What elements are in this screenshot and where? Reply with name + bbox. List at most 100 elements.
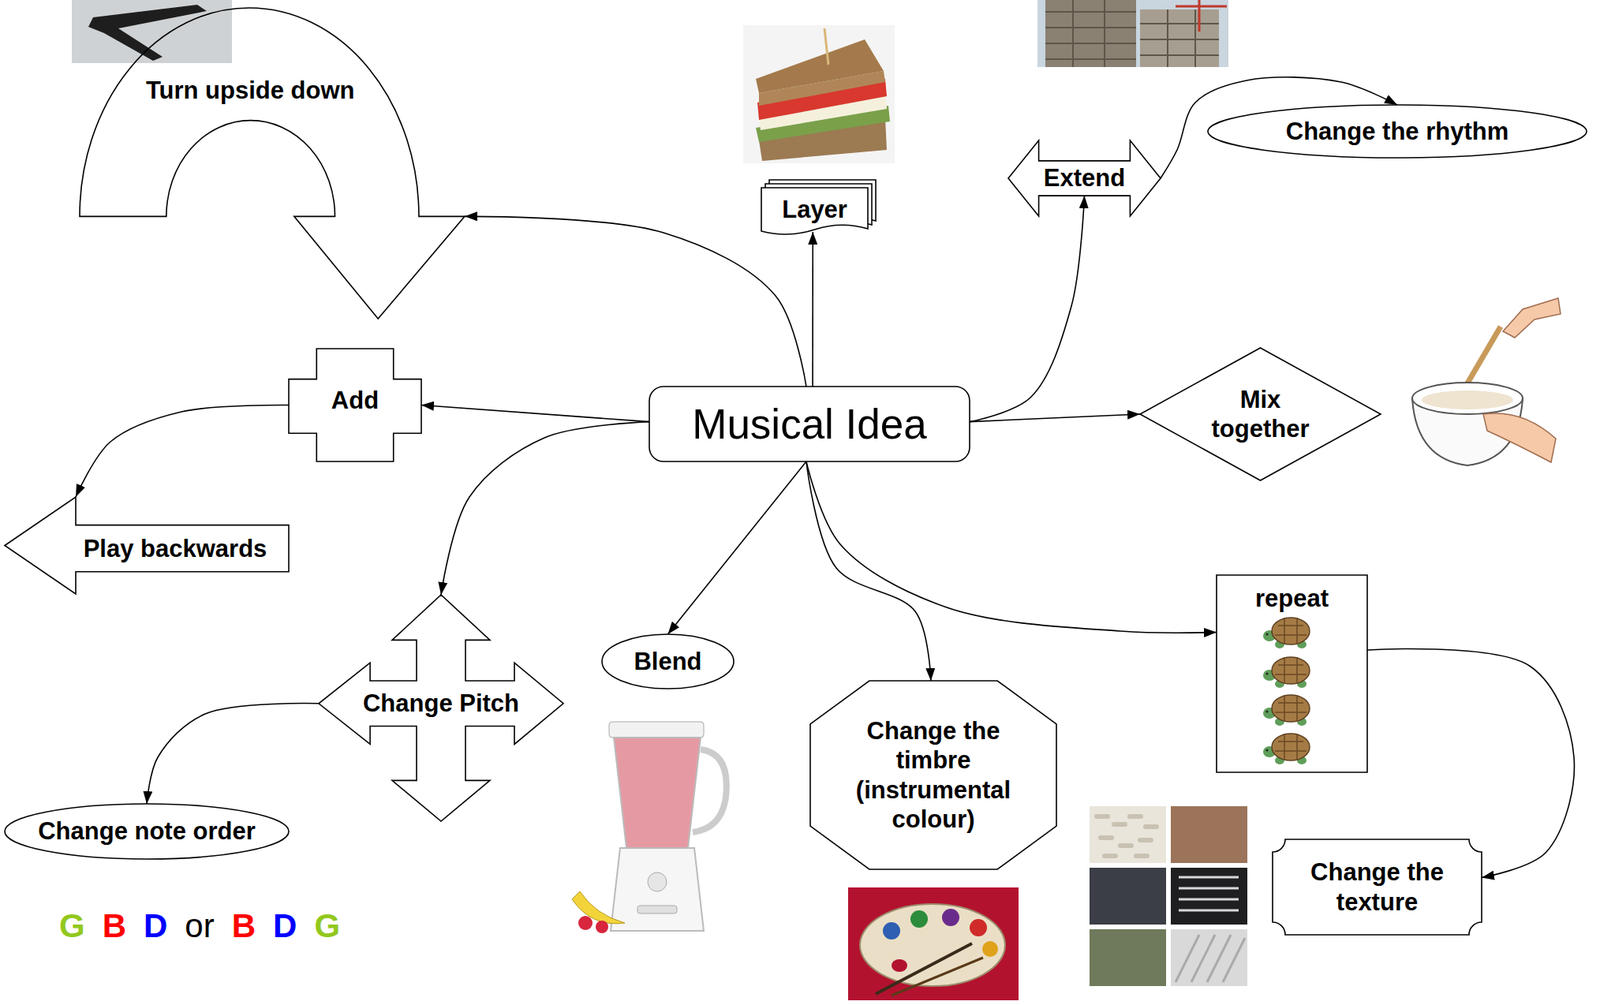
note-order-row: GBDorBDG — [59, 907, 341, 946]
central-idea-box: Musical Idea — [649, 386, 970, 462]
node-label: Change Pitch — [362, 688, 520, 718]
connector-arrow — [441, 422, 650, 595]
thumb-hole — [891, 959, 908, 972]
blender-lid — [609, 721, 704, 738]
cross-node: Add — [288, 348, 422, 462]
sky — [1037, 0, 1229, 68]
node-label: Mix together — [1205, 385, 1316, 444]
texture-tile — [1170, 867, 1248, 925]
node-label: Add — [331, 385, 379, 415]
node-label: Blend — [633, 646, 702, 677]
node-outline — [79, 7, 465, 319]
texture-pattern — [1175, 934, 1245, 983]
turtle — [1263, 657, 1310, 688]
connector-arrow — [811, 231, 814, 387]
floor-lines — [1045, 0, 1219, 68]
palette — [859, 904, 1006, 987]
building-photo — [1037, 0, 1229, 68]
texture-tile — [1089, 929, 1167, 987]
outline-path — [1207, 104, 1587, 158]
paint — [942, 908, 960, 927]
upside-down-photo — [71, 0, 232, 64]
or-word: or — [184, 907, 214, 946]
connector-arrow — [806, 461, 1217, 633]
outline-path — [601, 634, 734, 689]
outline-path — [1272, 839, 1482, 935]
note-name: G — [314, 907, 341, 946]
connector-arrow — [969, 414, 1141, 423]
mixing-bowl-picture — [1412, 298, 1561, 466]
node-label: Musical Idea — [691, 399, 928, 450]
photo-ground — [71, 0, 232, 64]
photo-object — [88, 4, 207, 61]
paint — [982, 941, 999, 958]
paint — [882, 922, 901, 940]
four-way-arrow-node: Change Pitch — [318, 594, 564, 822]
ellipse-node: Change the rhythm — [1207, 104, 1587, 158]
outline-path — [810, 680, 1057, 870]
outline-path — [4, 803, 289, 860]
batter — [1421, 390, 1514, 410]
building — [1045, 0, 1137, 68]
flip-arrow-node: Turn upside down — [79, 7, 465, 319]
texture-pattern — [1096, 816, 1157, 857]
node-label: Extend — [1043, 163, 1126, 193]
node-outline — [810, 680, 1057, 870]
double-arrow-node: Extend — [1008, 140, 1161, 217]
note-name: B — [231, 907, 256, 946]
blender-jar — [613, 737, 701, 849]
connector-arrow — [75, 404, 289, 498]
photo-ground — [848, 887, 1019, 1001]
connector-arrow — [464, 216, 807, 387]
node-label: repeat — [1255, 583, 1329, 614]
outline-path — [1140, 347, 1381, 481]
bowl-rim — [1412, 382, 1523, 415]
texture-tile — [1170, 929, 1248, 987]
blender-handle — [692, 749, 727, 833]
connector-arrow — [969, 195, 1085, 423]
blender-dial — [647, 872, 667, 892]
outline-path — [649, 386, 970, 462]
connector-arrow — [146, 703, 319, 804]
turtles — [1263, 617, 1310, 765]
paint — [969, 919, 987, 937]
strawberry — [595, 920, 609, 934]
texture-pattern — [1178, 877, 1239, 911]
hand — [1502, 298, 1561, 338]
outline-path — [1216, 575, 1368, 773]
photo-ground — [743, 25, 895, 164]
bread — [755, 39, 884, 94]
blender-base — [610, 848, 704, 931]
node-label: Turn upside down — [145, 75, 356, 105]
texture-tile — [1089, 806, 1167, 864]
note-name: G — [59, 907, 86, 946]
connector-arrow — [668, 461, 807, 635]
outline-path — [1008, 140, 1161, 217]
hand — [1483, 413, 1556, 463]
outline-path — [79, 7, 465, 319]
repeat-box: repeat — [1216, 575, 1368, 773]
ellipse-node: Blend — [601, 634, 734, 689]
outline-path — [761, 187, 868, 235]
octagon-node: Change the timbre (instrumental colour) — [810, 680, 1057, 870]
turtle — [1263, 695, 1310, 726]
building — [1140, 9, 1219, 68]
node-label: Change note order — [37, 816, 256, 846]
outline-path — [288, 348, 422, 462]
node-label: Play backwards — [83, 534, 268, 564]
paint — [910, 910, 928, 928]
node-outline — [1140, 347, 1381, 481]
plaque-node: Change the texture — [1272, 839, 1482, 935]
node-label: Change the rhythm — [1285, 116, 1509, 146]
brush — [891, 957, 984, 996]
blender-buttons — [637, 905, 677, 914]
texture-tile — [1170, 806, 1248, 864]
node-label: Layer — [781, 194, 848, 225]
left-arrow-node: Play backwards — [4, 497, 289, 595]
texture-samples — [1089, 806, 1248, 987]
node-outline — [1272, 839, 1482, 935]
decision-diamond: Mix together — [1140, 347, 1381, 481]
connector-arrow — [421, 405, 650, 423]
note-name: D — [272, 907, 297, 946]
sandwich-photo — [743, 25, 895, 164]
